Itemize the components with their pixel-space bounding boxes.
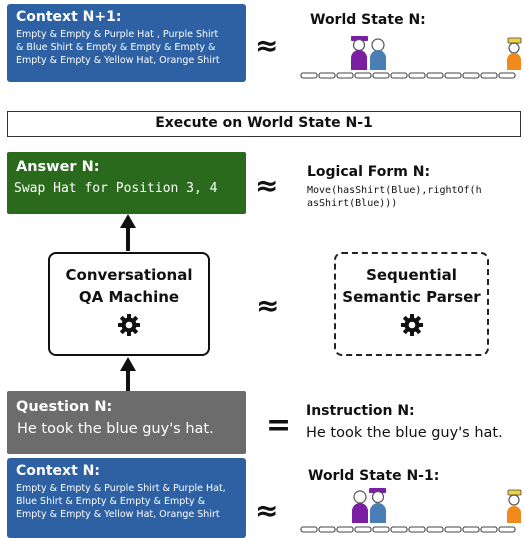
context-current-line: Empty & Empty & Purple Shirt & Purple Ha… xyxy=(16,483,226,494)
answer-title: Answer N: xyxy=(16,159,100,175)
world-state-next-illustration xyxy=(300,36,522,79)
context-next-title: Context N+1: xyxy=(16,9,122,25)
question-title: Question N: xyxy=(16,399,113,415)
approx-symbol: ≈ xyxy=(255,169,279,202)
position-slots xyxy=(300,526,516,533)
orange-person-with-hat-icon xyxy=(507,489,522,523)
question-text: He took the blue guy's hat. xyxy=(17,421,214,437)
orange-person-with-hat-icon xyxy=(507,37,522,70)
equals-symbol: = xyxy=(266,408,292,443)
context-current-line: Blue Shirt & Empty & Empty & Empty & xyxy=(16,496,206,507)
semantic-parser-label: Semantic Parser xyxy=(342,288,481,306)
approx-symbol: ≈ xyxy=(256,289,280,322)
semantic-parser-label: Sequential xyxy=(366,266,457,284)
execute-banner: Execute on World State N-1 xyxy=(7,111,521,137)
context-next-text: Empty & Empty & Purple Hat , Purple Shir… xyxy=(7,25,246,67)
qa-machine-box: Conversational QA Machine xyxy=(48,252,210,356)
context-next-line: & Blue Shirt & Empty & Empty & Empty & xyxy=(16,42,216,53)
context-next-box: Context N+1: Empty & Empty & Purple Hat … xyxy=(7,4,246,82)
answer-box: Answer N: Swap Hat for Position 3, 4 xyxy=(7,152,246,214)
instruction-title: Instruction N: xyxy=(306,403,415,419)
blue-person-icon xyxy=(370,38,386,70)
arrow-up-icon xyxy=(120,357,136,392)
instruction-text: He took the blue guy's hat. xyxy=(306,425,503,441)
logical-form-title: Logical Form N: xyxy=(307,164,431,180)
gear-icon xyxy=(118,314,140,336)
world-state-prev-illustration xyxy=(300,488,522,533)
position-slots xyxy=(300,72,516,79)
approx-symbol: ≈ xyxy=(255,494,279,527)
context-current-line: Empty & Empty & Yellow Hat, Orange Shirt xyxy=(16,509,220,520)
qa-machine-label: Conversational xyxy=(65,266,193,284)
question-box: Question N: He took the blue guy's hat. xyxy=(7,391,246,454)
gear-icon xyxy=(400,314,423,336)
blue-person-with-hat-icon xyxy=(369,488,386,523)
world-state-prev-title: World State N-1: xyxy=(308,468,440,484)
purple-person-icon xyxy=(352,490,368,523)
logical-form-line: asShirt(Blue))) xyxy=(307,198,398,209)
arrow-up-icon xyxy=(120,214,136,251)
context-next-line: Empty & Empty & Yellow Hat, Orange Shirt xyxy=(16,55,220,66)
purple-person-with-hat-icon xyxy=(351,36,368,70)
context-current-box: Context N: Empty & Empty & Purple Shirt … xyxy=(7,458,246,538)
context-current-title: Context N: xyxy=(16,463,100,479)
semantic-parser-box: Sequential Semantic Parser xyxy=(334,252,489,356)
qa-machine-label: QA Machine xyxy=(78,288,180,306)
answer-text: Swap Hat for Position 3, 4 xyxy=(14,181,218,196)
context-next-line: Empty & Empty & Purple Hat , Purple Shir… xyxy=(16,29,219,40)
logical-form-text: Move(hasShirt(Blue),rightOf(h asShirt(Bl… xyxy=(307,184,482,210)
approx-symbol: ≈ xyxy=(255,29,279,62)
logical-form-line: Move(hasShirt(Blue),rightOf(h xyxy=(307,185,482,196)
context-current-text: Empty & Empty & Purple Shirt & Purple Ha… xyxy=(7,479,246,521)
world-state-next-title: World State N: xyxy=(310,12,426,28)
